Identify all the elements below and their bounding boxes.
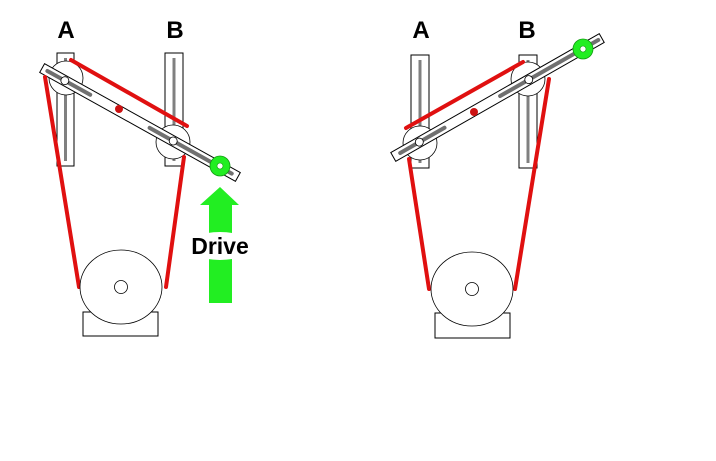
left-mechanism: A B Drive (39, 17, 254, 337)
label-a-left: A (57, 17, 74, 44)
label-a-right: A (412, 17, 429, 44)
motor-axle (465, 282, 479, 296)
motor-axle (114, 280, 128, 294)
belt-top (404, 60, 525, 130)
pin-a (414, 137, 424, 147)
drive-label-background (186, 232, 254, 260)
belt-right (164, 155, 186, 289)
belt-top (69, 58, 189, 128)
right-mechanism: A B (390, 17, 605, 339)
drive-point-center (216, 162, 224, 170)
slot-a (45, 68, 93, 97)
label-b-right: B (518, 17, 535, 44)
pin-a (60, 76, 70, 86)
label-b-left: B (166, 17, 183, 44)
belt-right (513, 77, 551, 291)
pivot-dot (470, 108, 478, 116)
belt-left (43, 75, 81, 289)
drive-label: Drive (191, 233, 249, 259)
pin-b (168, 136, 178, 146)
pin-b (524, 75, 534, 85)
belt-left (407, 157, 431, 291)
pivot-dot (115, 105, 123, 113)
drive-point-center (579, 45, 587, 53)
